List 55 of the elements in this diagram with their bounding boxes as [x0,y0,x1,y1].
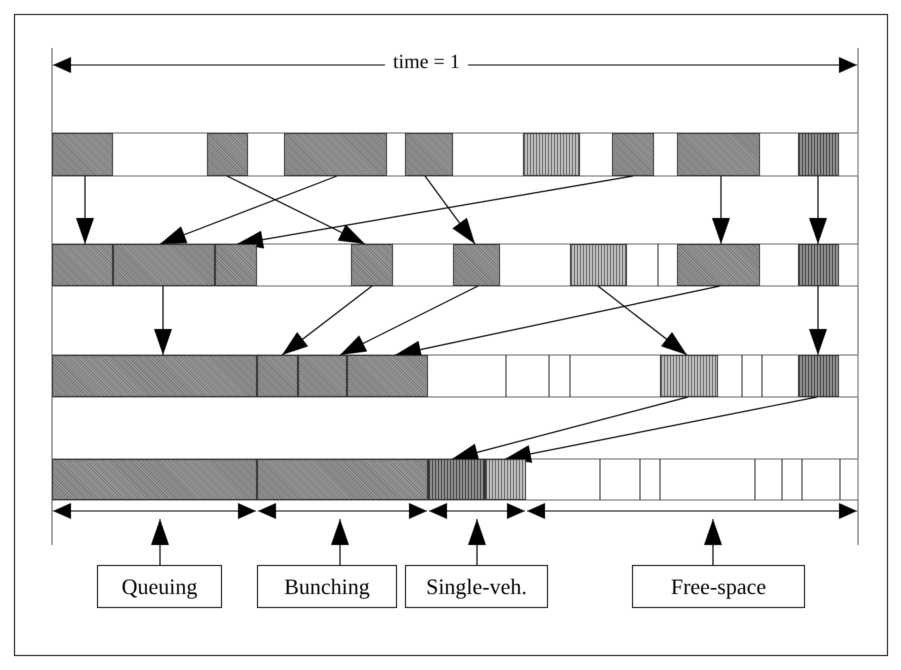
label-text: Bunching [284,574,370,600]
arrow [424,176,476,244]
vehicle-segment [677,244,760,286]
arrow [331,519,349,565]
arrow [160,175,338,245]
vehicle-segment [347,355,428,397]
vehicle-segment [405,133,453,176]
vehicle-segment [612,133,654,176]
vehicle-segment [52,244,113,286]
arrow [76,176,94,244]
label-box [97,565,222,608]
vehicle-segment [207,133,248,176]
vehicle-segment [52,355,257,397]
arrow [468,519,486,565]
label-text: Free-space [670,574,766,600]
arrow [809,286,827,355]
vehicle-segment [570,244,627,286]
arrow [340,285,478,356]
arrow [452,396,688,462]
vehicle-segment [257,355,298,397]
vehicle-segment [798,355,839,397]
label-box [632,565,805,608]
label-text: Single-veh. [426,574,527,600]
label-box [405,565,548,608]
vehicle-segment [351,244,393,286]
arrow [154,286,172,355]
vehicle-segment [677,133,760,176]
arrow [151,519,169,565]
arrow [282,286,372,356]
vehicle-segment [485,459,526,500]
range-bracket [428,503,526,519]
vehicle-segment [284,133,387,176]
vehicle-segment [298,355,347,397]
vehicle-segment [453,244,500,286]
label-text: Queuing [122,574,198,600]
arrow [598,286,688,356]
arrow [809,176,827,244]
vehicle-segment [660,355,718,397]
arrow [704,519,722,565]
range-bracket [257,503,428,519]
vehicle-segment [52,459,257,500]
vehicle-segment [113,244,215,286]
arrow [226,175,366,245]
vehicle-segment [215,244,257,286]
arrow [712,176,730,244]
vehicle-segment [428,459,485,500]
vehicle-segment [798,133,839,176]
range-bracket [52,503,257,519]
arrow [504,396,818,463]
label-box [257,565,397,608]
arrow [236,175,634,248]
vehicle-segment [257,459,428,500]
vehicle-segment [798,244,839,286]
vehicle-segment [52,133,113,176]
vehicle-segment [523,133,580,176]
